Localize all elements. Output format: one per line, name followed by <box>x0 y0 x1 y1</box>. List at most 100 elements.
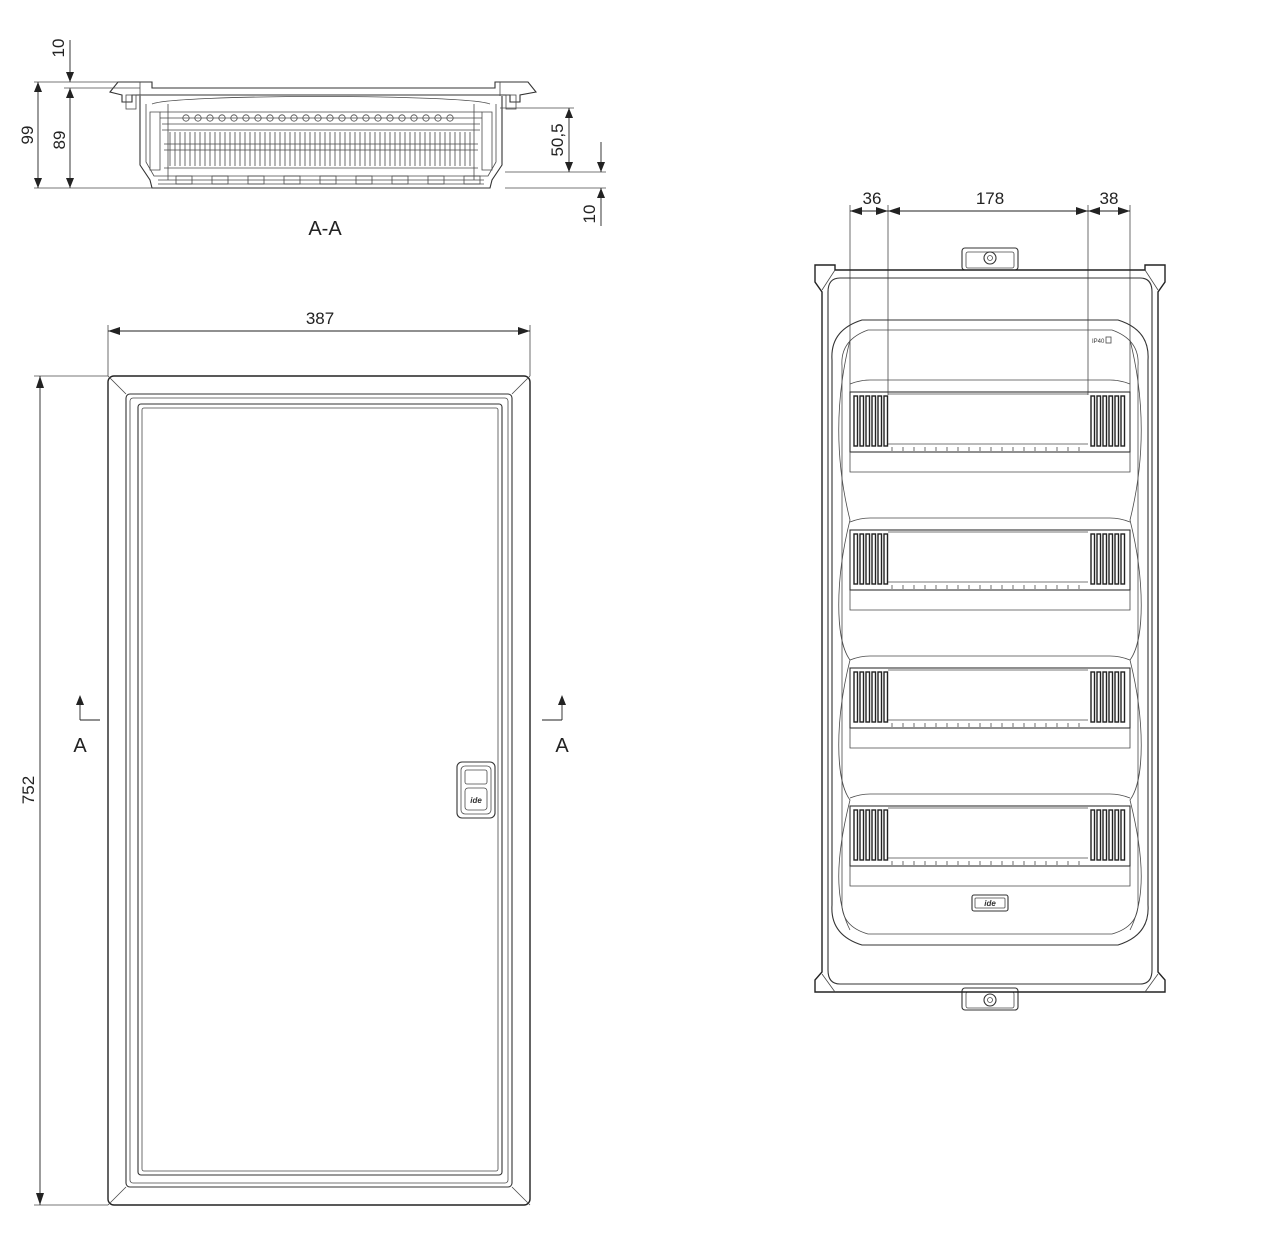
terminal-grille-bar <box>1120 809 1126 861</box>
dim-text-total-depth: 99 <box>18 126 37 145</box>
terminal-grille-bar <box>865 395 871 447</box>
terminal-grille-bar <box>877 671 883 723</box>
dim-text-bottom-offset: 10 <box>580 205 599 224</box>
terminal-grille-bar <box>1114 809 1120 861</box>
terminal-row-mid <box>169 132 471 166</box>
terminal-clip <box>247 175 265 185</box>
terminal-grille-bar <box>853 809 859 861</box>
dim-height: 752 <box>19 376 44 1205</box>
terminal-grille-bar <box>1102 533 1108 585</box>
terminal-screw <box>350 114 358 122</box>
dim-left-margin: 36 <box>850 189 888 215</box>
terminal-clip <box>283 175 301 185</box>
door-latch[interactable]: ide <box>456 761 496 819</box>
terminal-grille-bar <box>1096 809 1102 861</box>
terminal-grille-bar <box>1120 533 1126 585</box>
dim-right-margin: 38 <box>1088 189 1130 215</box>
dim-text-top-flange: 10 <box>49 39 68 58</box>
terminal-row-top <box>182 114 454 122</box>
row-top-edge <box>849 517 1131 523</box>
terminal-grille-bar <box>1090 395 1096 447</box>
terminal-grille-bar <box>859 533 865 585</box>
dim-rail-depth: 50,5 <box>548 108 573 172</box>
terminal-screw <box>362 114 370 122</box>
terminal-screw <box>314 114 322 122</box>
rail-strip <box>849 667 1131 729</box>
terminal-grille-bar <box>1114 395 1120 447</box>
dim-text-width: 387 <box>306 309 334 328</box>
mount-tab-bottom <box>961 987 1019 1011</box>
terminal-grille-bar <box>871 395 877 447</box>
dim-top-flange: 10 <box>49 39 74 98</box>
terminal-clip <box>427 175 445 185</box>
section-marker-left: A <box>73 695 100 757</box>
section-view: 10 99 89 50,5 10 <box>18 39 606 240</box>
terminal-grille-bar <box>877 809 883 861</box>
din-rail-row <box>849 517 1131 611</box>
terminal-grille-bar <box>859 809 865 861</box>
front-view: 387 752 ide A <box>19 309 569 1206</box>
terminal-clip <box>175 175 193 185</box>
terminal-grille-bar <box>865 671 871 723</box>
terminal-screw <box>386 114 394 122</box>
terminal-grille-bar <box>883 671 889 723</box>
terminal-screw <box>302 114 310 122</box>
terminal-screw <box>206 114 214 122</box>
mount-tab-top <box>961 247 1019 271</box>
terminal-clip <box>355 175 373 185</box>
terminal-grille-bar <box>1102 809 1108 861</box>
terminal-grille-bar <box>883 395 889 447</box>
terminal-screw <box>326 114 334 122</box>
terminal-grille-bar <box>1120 671 1126 723</box>
terminal-screw <box>254 114 262 122</box>
terminal-grille-bar <box>853 533 859 585</box>
dim-text-height: 752 <box>19 776 38 804</box>
terminal-screw <box>266 114 274 122</box>
terminal-screw <box>410 114 418 122</box>
latch-logo: ide <box>470 796 482 805</box>
terminal-grille-bar <box>1096 533 1102 585</box>
din-rail-row <box>849 379 1131 473</box>
terminal-grille-bar <box>859 395 865 447</box>
dim-text-left-margin: 36 <box>863 189 882 208</box>
cover-strip <box>849 452 1131 473</box>
dim-bottom-offset: 10 <box>580 142 605 226</box>
section-marker-left-text: A <box>73 735 87 757</box>
terminal-grille-bar <box>865 533 871 585</box>
terminal-clip <box>211 175 229 185</box>
din-rail-rows <box>849 379 1131 887</box>
terminal-grille-bar <box>871 809 877 861</box>
dim-text-rail-depth: 50,5 <box>548 123 567 156</box>
terminal-grille-bar <box>1102 395 1108 447</box>
din-rail-row <box>849 793 1131 887</box>
terminal-grille-bar <box>1090 533 1096 585</box>
cover-strip <box>849 590 1131 611</box>
terminal-grille-bar <box>871 533 877 585</box>
terminal-grille-bar <box>1108 395 1114 447</box>
terminal-row-bottom <box>175 175 481 185</box>
rail-strip <box>849 805 1131 867</box>
cover-strip <box>849 866 1131 887</box>
row-top-edge <box>849 655 1131 661</box>
terminal-screw <box>278 114 286 122</box>
terminal-screw <box>218 114 226 122</box>
interior-view: 36 178 38 <box>814 189 1166 1011</box>
terminal-grille-bar <box>877 395 883 447</box>
dim-text-inner-depth: 89 <box>50 131 69 150</box>
terminal-screw <box>398 114 406 122</box>
terminal-grille-bar <box>859 671 865 723</box>
terminal-grille-bar <box>871 671 877 723</box>
section-marker-right: A <box>542 695 569 757</box>
terminal-screw <box>338 114 346 122</box>
terminal-grille-bar <box>1114 533 1120 585</box>
terminal-screw <box>194 114 202 122</box>
din-rail-row <box>849 655 1131 749</box>
terminal-screw <box>374 114 382 122</box>
terminal-grille-bar <box>1108 671 1114 723</box>
terminal-grille-bar <box>877 533 883 585</box>
terminal-grille-bar <box>883 809 889 861</box>
terminal-grille-bar <box>1096 395 1102 447</box>
terminal-clip <box>319 175 337 185</box>
terminal-grille-bar <box>853 395 859 447</box>
row-top-edge <box>849 793 1131 799</box>
